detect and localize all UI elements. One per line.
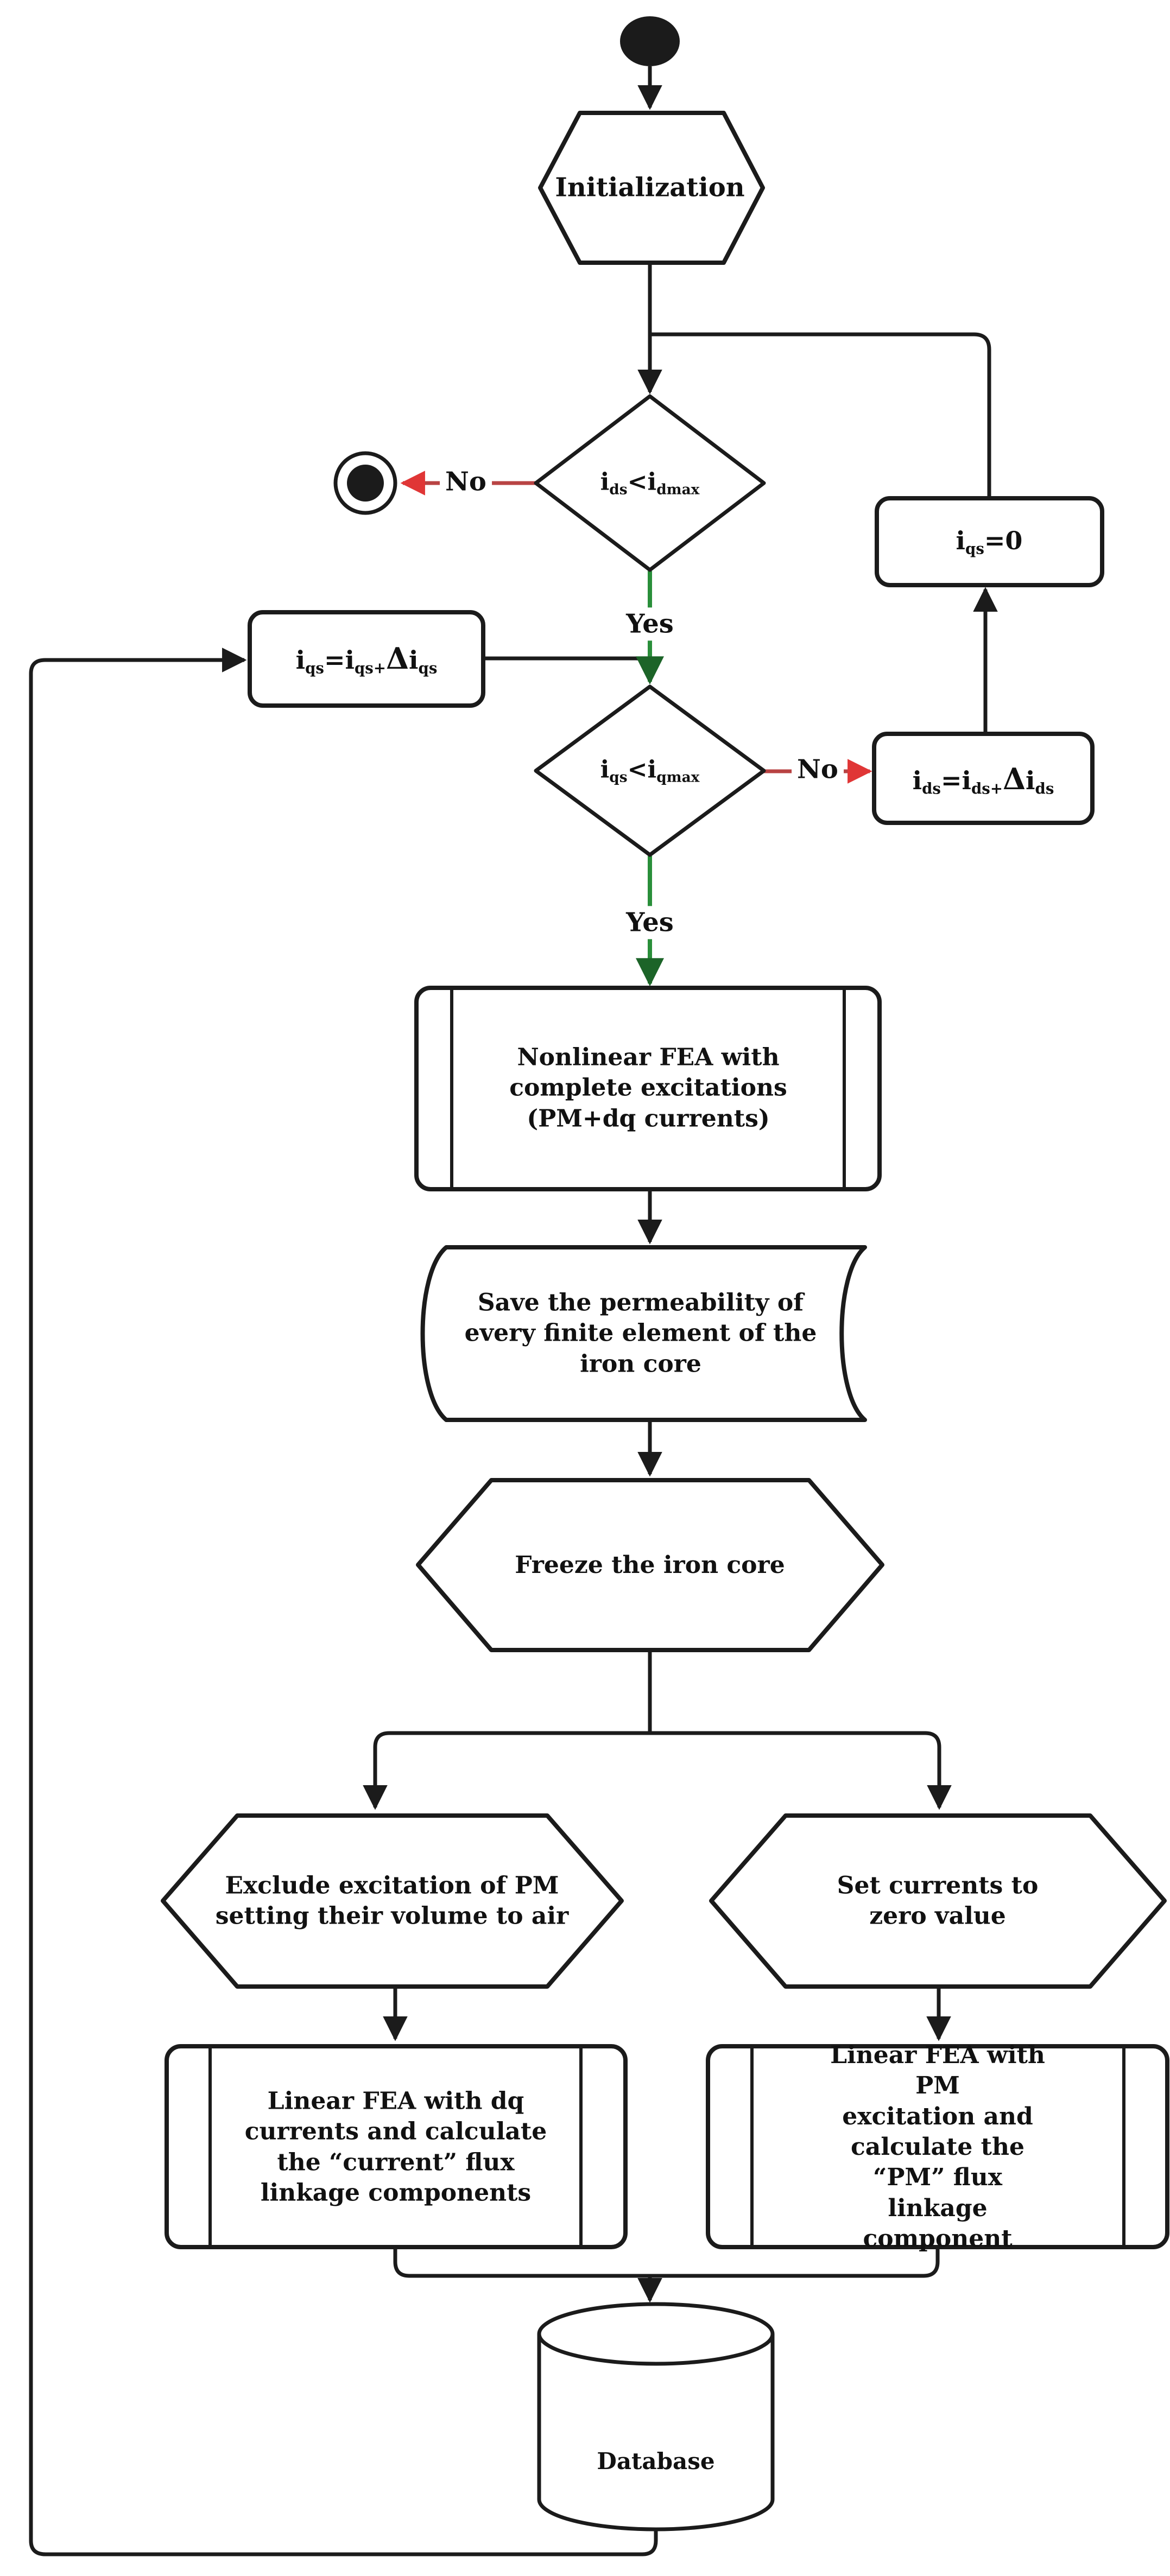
check-iq-diamond <box>534 684 766 857</box>
linear-fea-dq-box <box>165 2044 628 2249</box>
ids-increment-box <box>872 732 1095 825</box>
set-currents-zero-label: Set currents to zero value <box>837 1871 1039 1930</box>
initialization-hexagon <box>538 111 765 265</box>
ids-increment-formula: ids=ids+Δids <box>912 762 1054 798</box>
linear-fea-dq-label: Linear FEA with dq currents and calculat… <box>244 2087 547 2207</box>
database-cylinder-top <box>537 2302 775 2366</box>
no-label-check-iq: No <box>792 753 844 786</box>
save-permeability-label: Save the permeability of every finite el… <box>464 1289 817 1378</box>
feedback-line-database-to-iqs-increment <box>29 648 658 2556</box>
iqs-increment-formula: iqs=iqs+Δiqs <box>295 641 438 677</box>
nonlinear-fea-label: Nonlinear FEA with complete excitations … <box>509 1043 787 1133</box>
check-id-formula: ids<idmax <box>600 468 700 498</box>
start-node <box>620 16 680 66</box>
line-iqs-increment-to-junction <box>483 656 652 672</box>
no-label-check-id: No <box>440 465 492 499</box>
linear-fea-pm-label: Linear FEA with PM excitation and calcul… <box>830 2041 1045 2253</box>
nonlinear-fea-box <box>414 986 882 1191</box>
iqs-increment-box <box>248 610 485 708</box>
freeze-core-label: Freeze the iron core <box>515 1551 785 1579</box>
yes-label-check-iq: Yes <box>621 906 679 940</box>
check-iq-formula: iqs<iqmax <box>600 756 700 786</box>
arrow-split-right <box>650 1731 952 1810</box>
set-currents-zero-hexagon <box>709 1813 1167 1989</box>
save-permeability-stored-data-shape <box>420 1245 867 1422</box>
check-id-diamond <box>534 394 766 572</box>
yes-label-check-id: Yes <box>621 607 679 641</box>
merge-line-right <box>650 2247 940 2278</box>
linear-fea-pm-box <box>706 2044 1169 2249</box>
iqs-zero-box <box>875 496 1104 587</box>
iqs-zero-formula: iqs=0 <box>956 526 1023 558</box>
arrow-split-left <box>363 1731 650 1810</box>
initialization-label: Initialization <box>555 172 745 203</box>
database-cylinder-body <box>537 2334 775 2531</box>
freeze-core-hexagon <box>416 1478 884 1652</box>
exclude-pm-label: Exclude excitation of PM setting their v… <box>215 1871 569 1930</box>
merge-line-left <box>393 2247 650 2278</box>
exclude-pm-hexagon <box>161 1813 624 1989</box>
end-node-dot <box>347 465 384 502</box>
database-label: Database <box>597 2448 715 2475</box>
return-line-iqs0-to-top <box>650 332 991 498</box>
